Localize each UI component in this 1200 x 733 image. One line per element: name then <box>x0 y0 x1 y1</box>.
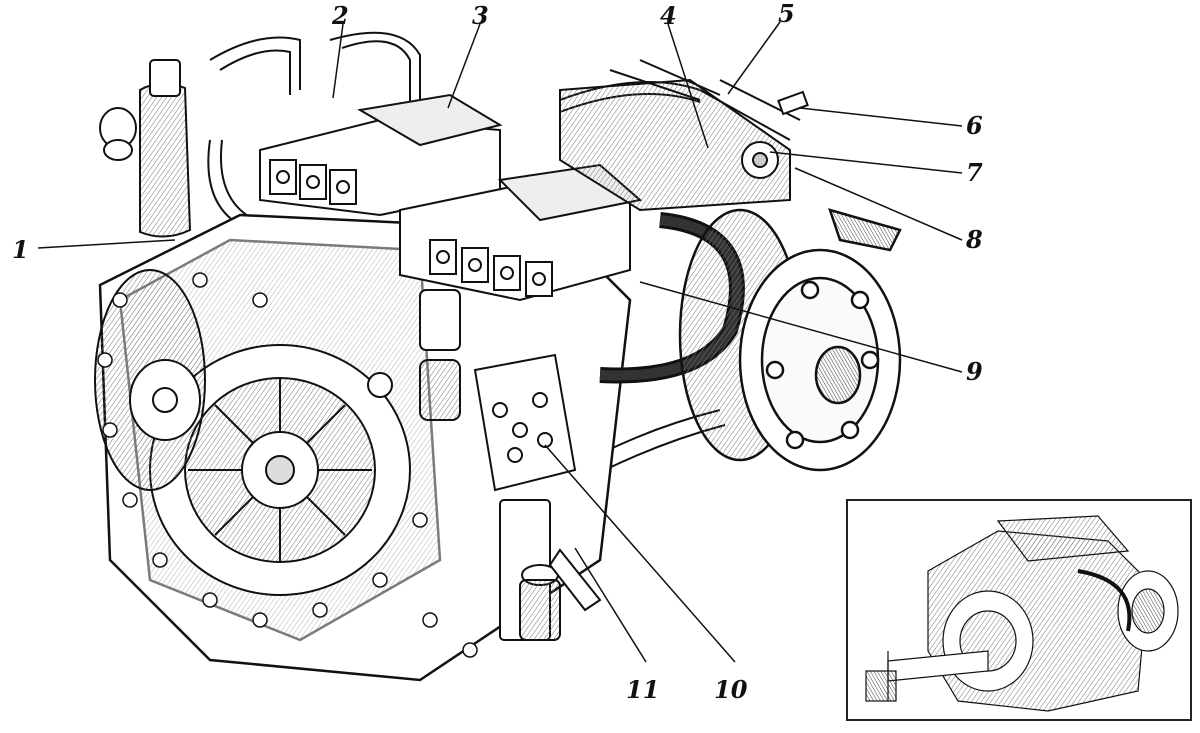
callout-8: 8 <box>966 225 983 254</box>
sensor-canister <box>499 499 602 641</box>
leader-lines <box>37 21 963 663</box>
inset-drawing <box>865 515 1179 712</box>
leader-7 <box>769 151 963 174</box>
callout-3: 3 <box>472 1 489 30</box>
callout-9: 9 <box>966 357 983 386</box>
callout-4: 4 <box>660 1 677 30</box>
callout-1: 1 <box>12 235 29 264</box>
leader-11 <box>574 547 647 663</box>
front-cover <box>149 344 411 596</box>
valve-block-front <box>399 163 643 302</box>
housing-bolts <box>97 272 478 658</box>
filter-canister <box>99 59 192 238</box>
callout-7: 7 <box>966 158 983 187</box>
leader-8 <box>794 167 963 241</box>
leader-10 <box>544 444 736 663</box>
leader-4 <box>667 23 709 149</box>
callout-6: 6 <box>966 111 983 140</box>
leader-6 <box>799 107 963 127</box>
callout-10: 10 <box>714 675 748 704</box>
bell-flange <box>94 269 206 491</box>
leader-1 <box>37 239 176 249</box>
leader-3 <box>447 23 481 109</box>
output-flange <box>678 208 902 472</box>
callout-2: 2 <box>332 1 349 30</box>
callout-5: 5 <box>778 0 795 28</box>
leader-2 <box>332 23 344 99</box>
leader-9 <box>639 281 963 373</box>
solenoid-cluster <box>367 289 577 492</box>
callout-11: 11 <box>626 675 660 704</box>
leader-5 <box>727 21 781 95</box>
inset-view <box>846 499 1192 721</box>
